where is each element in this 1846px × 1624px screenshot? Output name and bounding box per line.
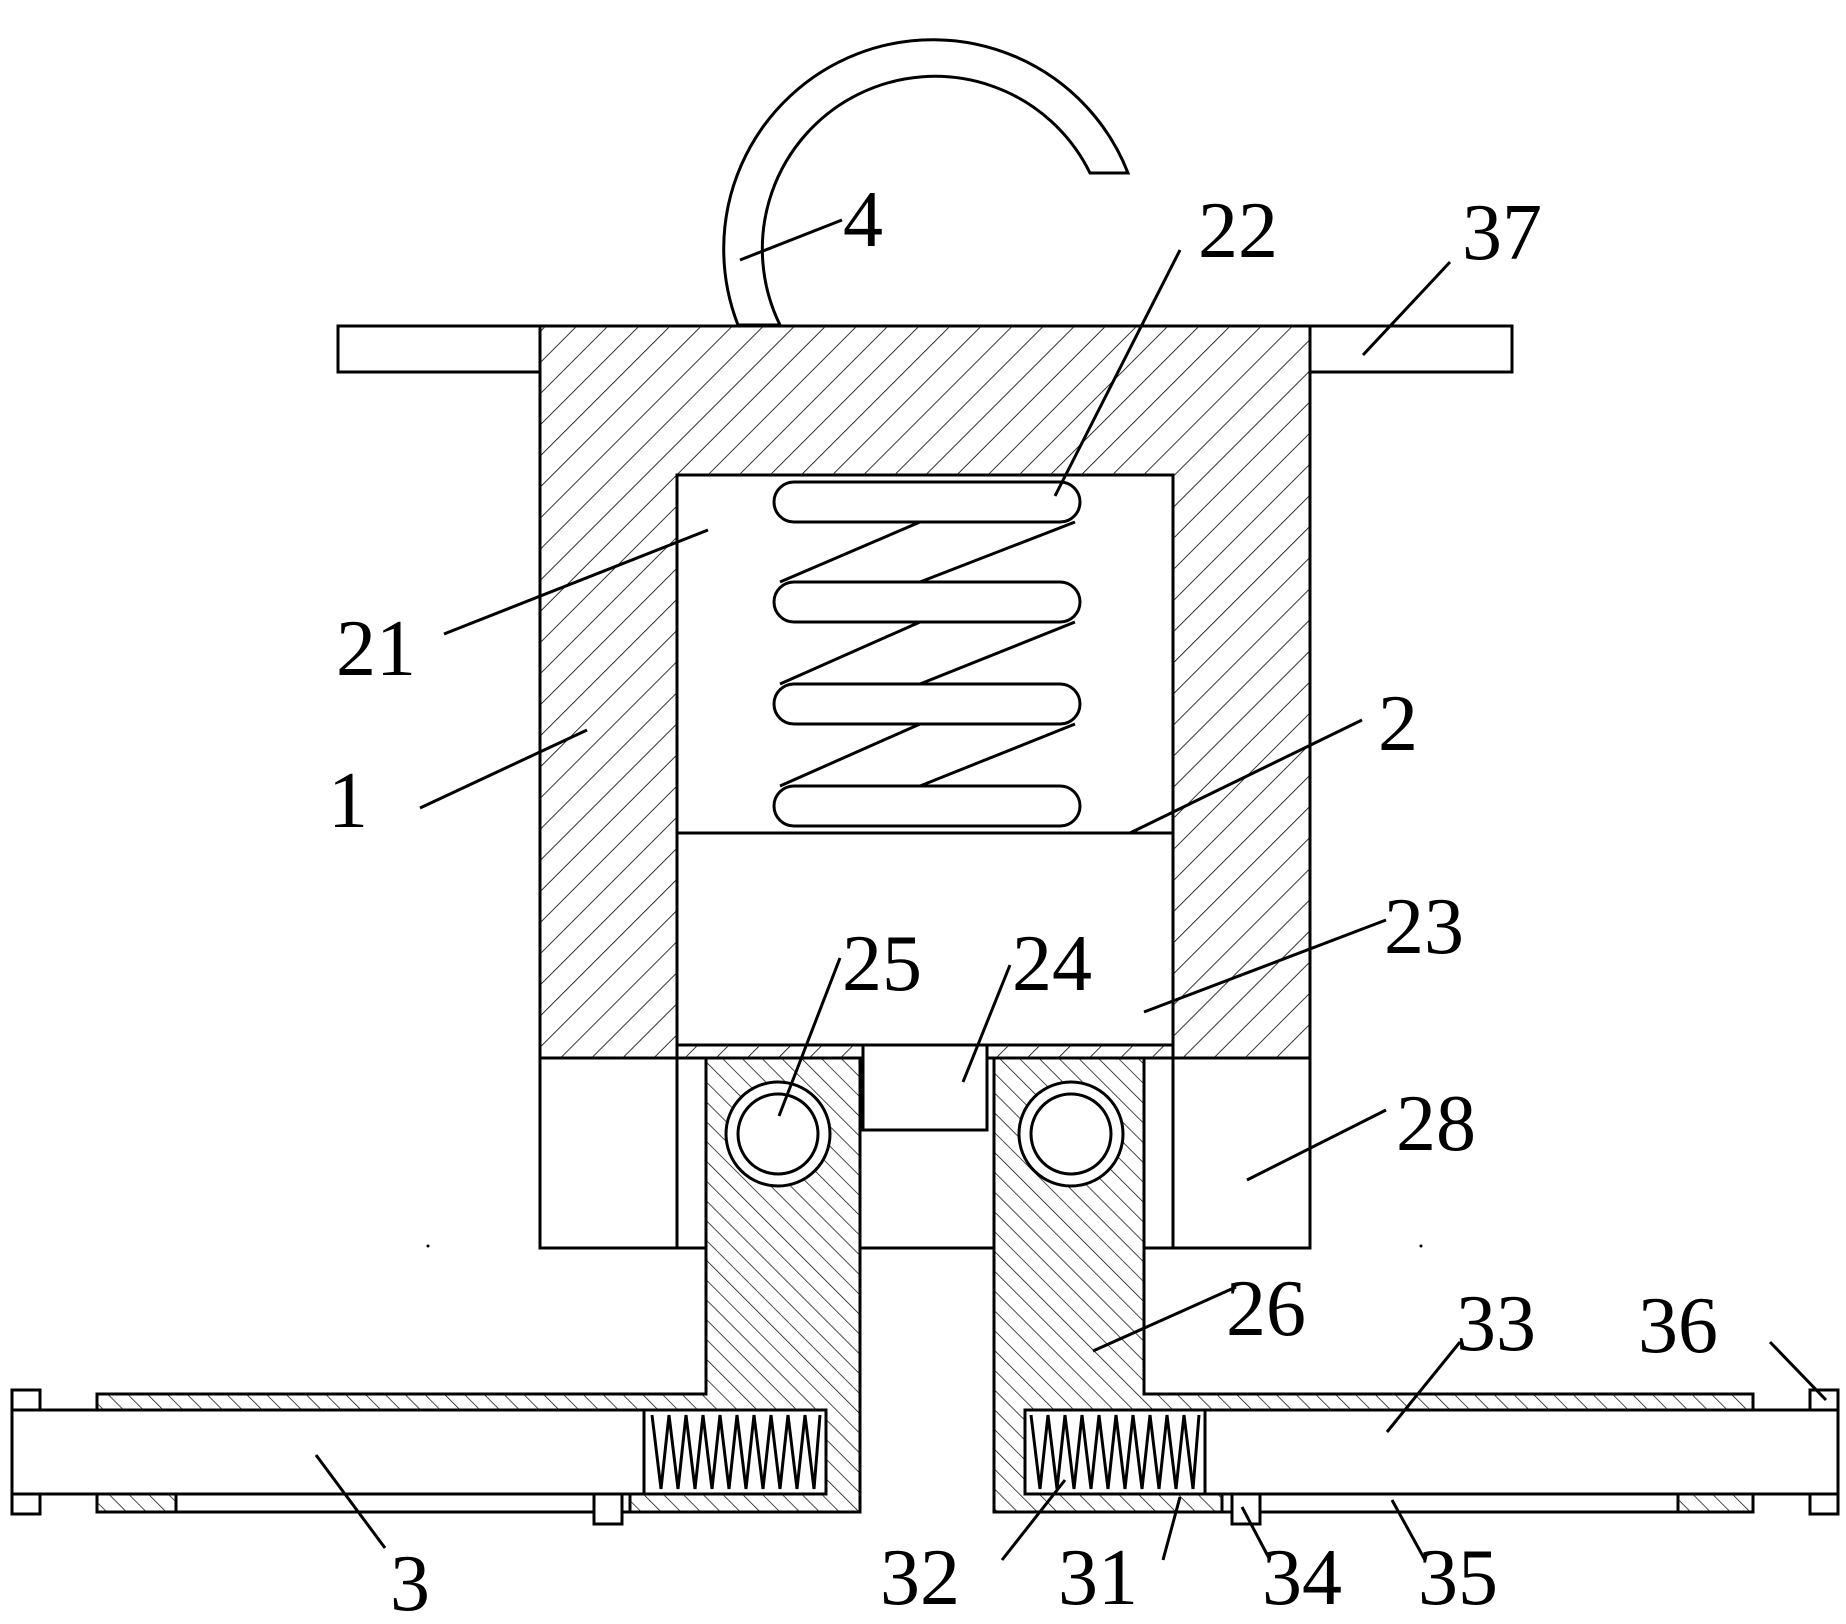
top-plate-right: [1306, 324, 1514, 374]
peg-right: [1230, 1492, 1262, 1526]
label-33: 33: [1456, 1280, 1536, 1368]
label-21: 21: [336, 605, 416, 693]
label-23: 23: [1384, 883, 1464, 971]
label-1: 1: [328, 757, 368, 845]
label-32: 32: [880, 1534, 960, 1622]
clamp-arm-left: [95, 1056, 862, 1514]
end-cap-left-bottom: [10, 1492, 42, 1516]
label-31: 31: [1058, 1534, 1138, 1622]
label-35: 35: [1418, 1534, 1498, 1622]
bottom-slot-left: [174, 1492, 632, 1514]
label-37: 37: [1462, 189, 1542, 277]
arm-spring-left: [642, 1408, 828, 1496]
label-2: 2: [1378, 680, 1418, 768]
arm-spring-right: [1023, 1408, 1207, 1496]
label-4: 4: [843, 176, 883, 264]
label-25: 25: [842, 920, 922, 1008]
end-cap-left-top: [10, 1388, 42, 1412]
peg-left: [592, 1492, 624, 1526]
pivot-pin-left: [724, 1080, 832, 1188]
end-cap-right-bottom: [1808, 1492, 1840, 1516]
wedge: [861, 1043, 989, 1132]
pivot-pin-right: [1017, 1080, 1125, 1188]
label-3: 3: [390, 1540, 430, 1624]
mark-dot-right: [1419, 1244, 1423, 1248]
label-36: 36: [1638, 1282, 1718, 1370]
piston-block: [675, 831, 1175, 1047]
slide-rod-right: [1203, 1408, 1840, 1496]
inner-cavity: [675, 473, 1175, 835]
slide-rod-left: [10, 1408, 646, 1496]
label-26: 26: [1226, 1265, 1306, 1353]
bottom-slot-right: [1220, 1492, 1680, 1514]
clamp-arm-right: [992, 1056, 1755, 1514]
label-28: 28: [1396, 1080, 1476, 1168]
label-22: 22: [1198, 187, 1278, 275]
label-24: 24: [1012, 920, 1092, 1008]
label-34: 34: [1262, 1534, 1342, 1622]
top-plate-left: [336, 324, 544, 374]
compression-spring: [772, 480, 1082, 828]
leader-lines: [314, 218, 1828, 1561]
mark-dot-left: [426, 1244, 430, 1248]
hook: [722, 38, 1131, 327]
